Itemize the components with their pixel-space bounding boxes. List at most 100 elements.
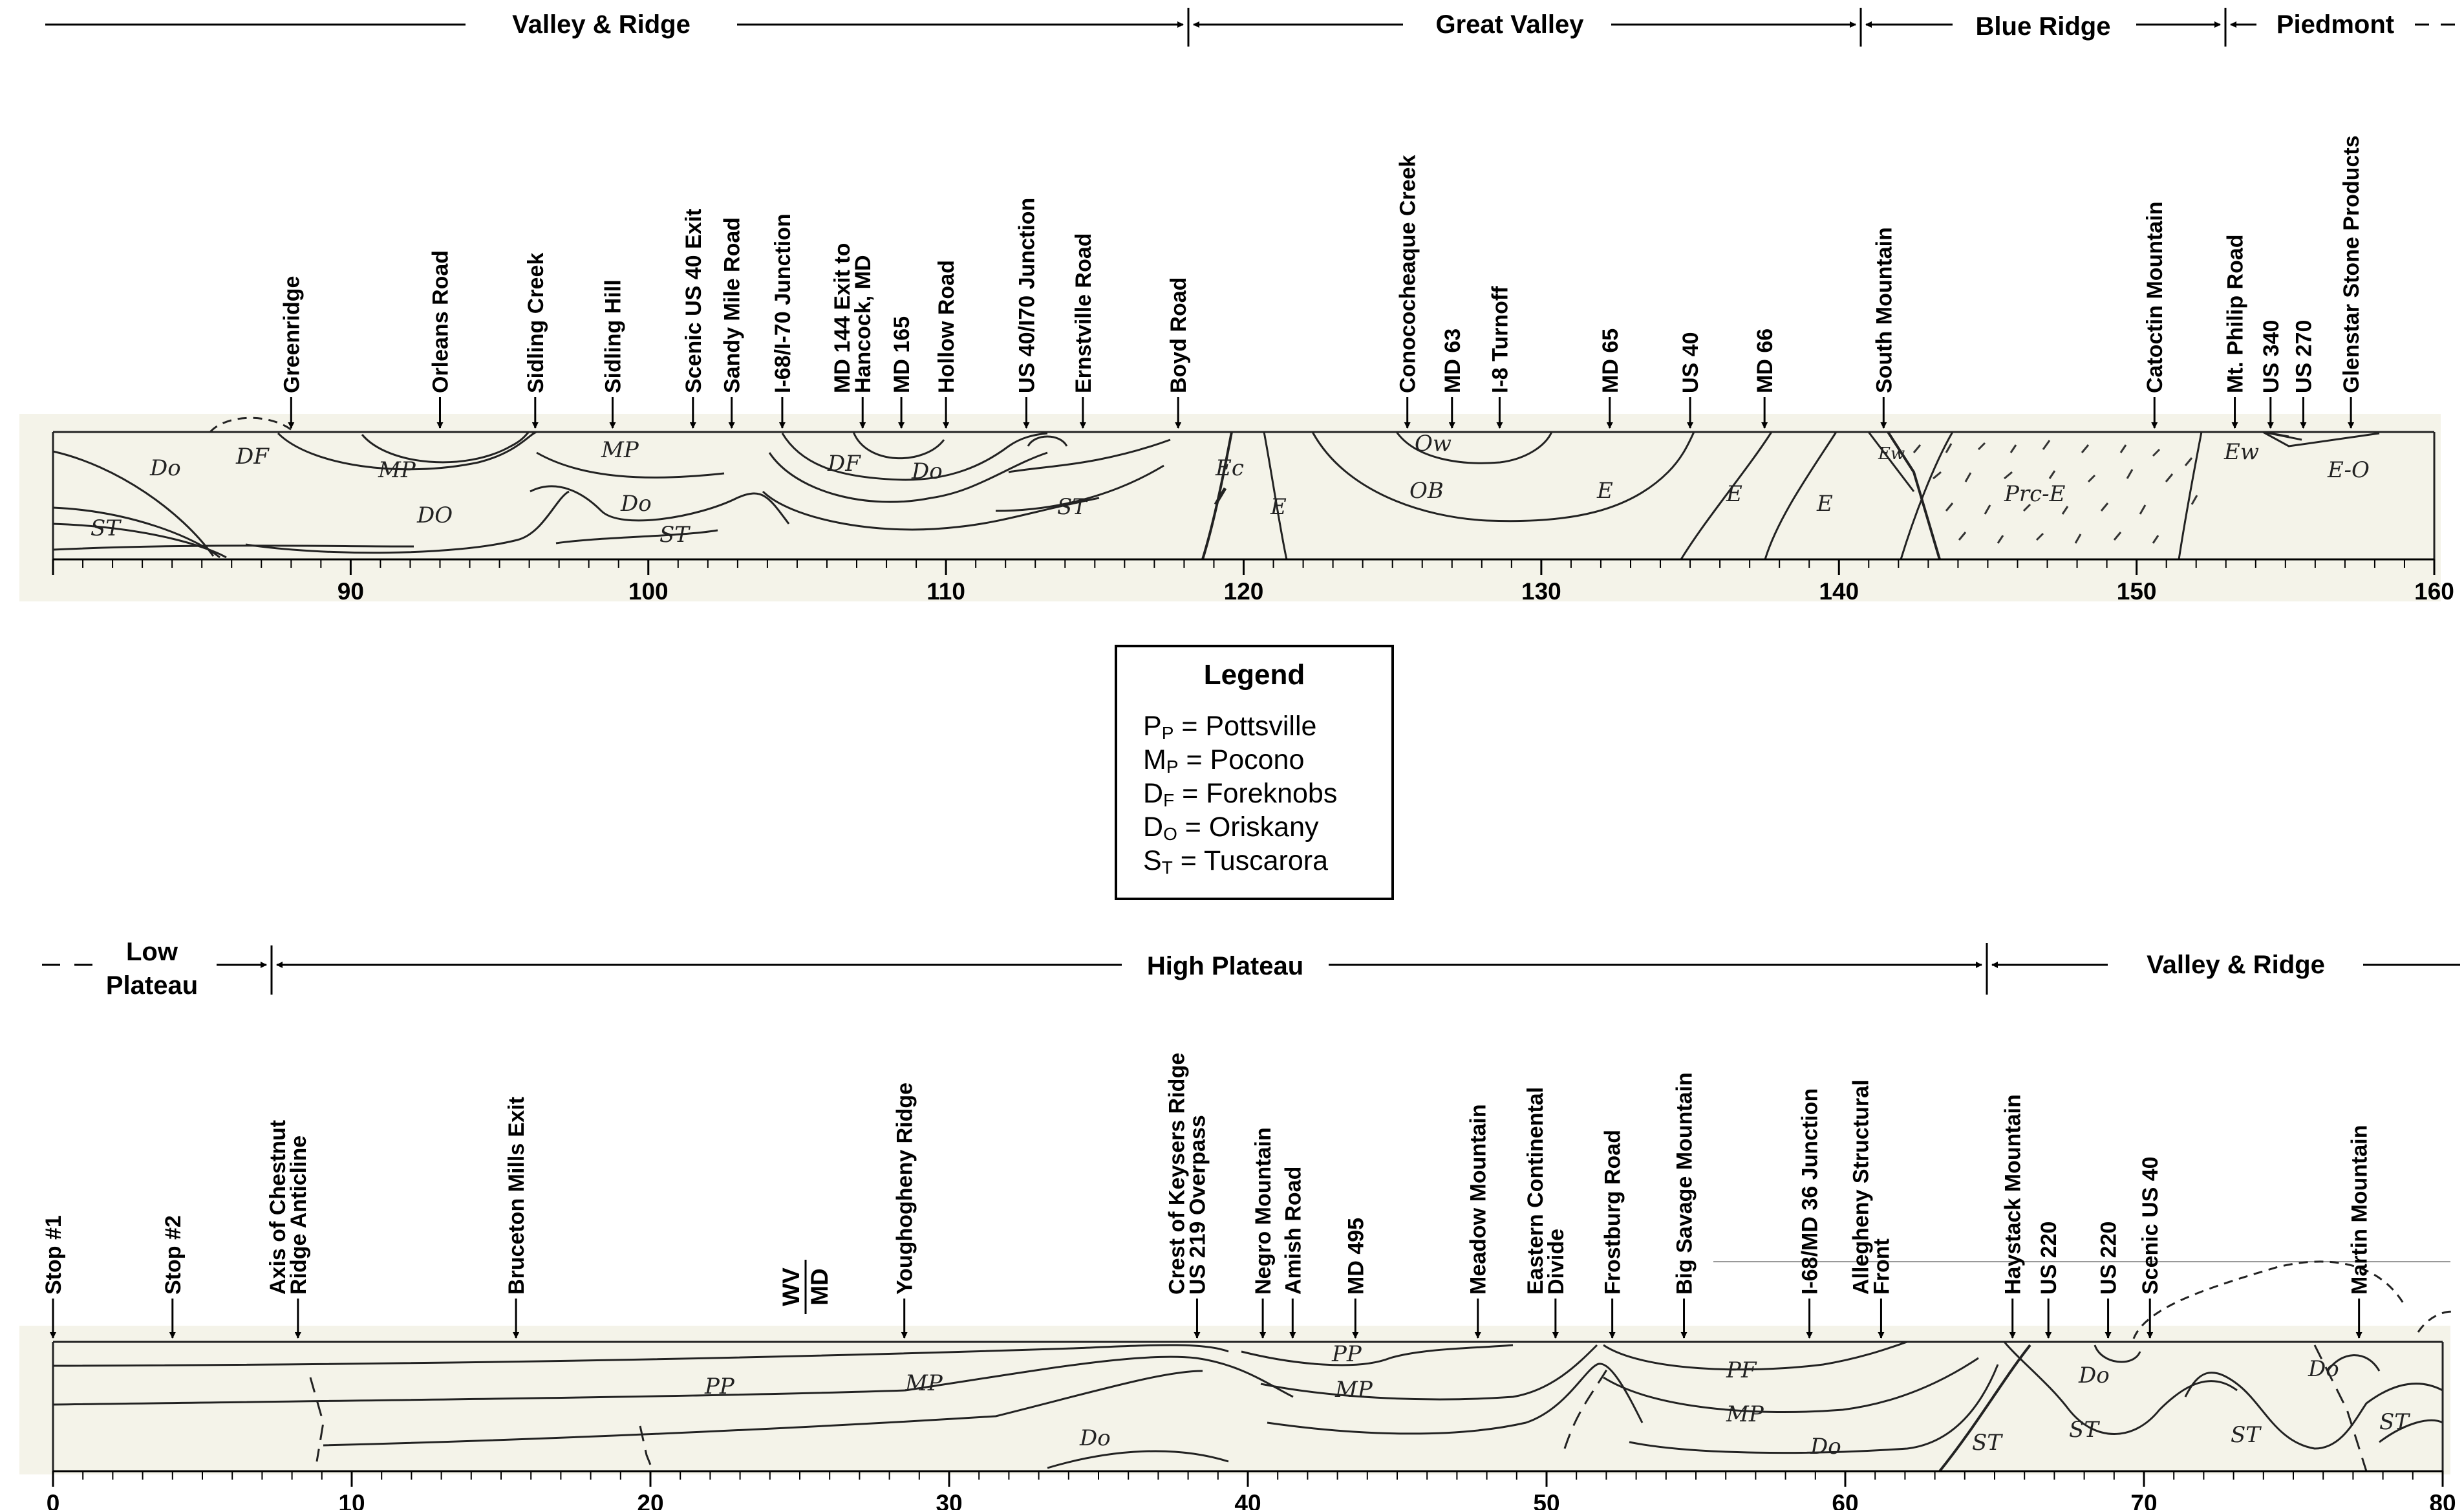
unit-label: Do (149, 455, 181, 481)
fold-line (1260, 1344, 1598, 1401)
fold-line (1241, 1344, 1514, 1366)
place-label: MD 495 (1344, 1218, 1368, 1295)
state-line-bottom: MD (806, 1268, 833, 1306)
place-label: US 40/I70 Junction (1014, 198, 1039, 393)
place-label: Catoctin Mountain (2143, 201, 2167, 393)
axis-tick-label: 130 (1521, 578, 1561, 605)
place-label: South Mountain (1872, 227, 1896, 393)
place-label: Crest of Keysers Ridge (1164, 1053, 1189, 1295)
place-label: US 40 (1678, 332, 1703, 394)
fault-line (1887, 431, 1941, 560)
place-label: Hancock, MD (851, 255, 875, 394)
fault-line (1563, 1364, 1611, 1449)
unit-label: Do (1079, 1425, 1111, 1451)
unit-label: PP (1331, 1341, 1362, 1367)
place-label: Scenic US 40 Exit (681, 209, 706, 393)
legend-unit-name: Oriskany (1208, 812, 1319, 843)
legend-row: MP = Pocono (1143, 744, 1305, 777)
bottom-province-bar: Low Plateau High Plateau Valley & Ridge (42, 938, 2460, 1000)
legend-symbol: D (1143, 778, 1164, 809)
unit-label: MP (378, 457, 416, 483)
fault-line (1201, 431, 1233, 560)
province-label: Piedmont (2277, 10, 2394, 39)
unit-label: MP (601, 437, 639, 463)
fold-surface (2132, 1260, 2406, 1339)
province-label: Valley & Ridge (2147, 951, 2325, 979)
place-label: US 220 (2037, 1222, 2061, 1295)
legend-symbol: M (1143, 744, 1166, 775)
place-label: Glenstar Stone Products (2339, 135, 2364, 393)
place-label: Divide (1544, 1229, 1569, 1295)
state-line-top: WV (778, 1267, 804, 1306)
province-label: Blue Ridge (1976, 12, 2111, 41)
axis-tick-label: 90 (337, 578, 364, 605)
fold-line (245, 490, 570, 554)
place-label: Axis of Chestnut (266, 1120, 290, 1295)
fold-line (762, 490, 1100, 531)
axis-tick-label: 150 (2117, 578, 2157, 605)
unit-label: Ew (1878, 444, 1905, 464)
unit-label: E-O (2327, 457, 2370, 483)
place-label: Stop #1 (41, 1215, 66, 1295)
legend-symbol: S (1143, 845, 1162, 876)
top-unit-labels: Do DF MP MP DO Do ST ST DF Do ST Ec E Ow… (91, 431, 2370, 548)
place-label: I-8 Turnoff (1488, 286, 1512, 393)
unit-label: DF (827, 451, 861, 477)
legend-unit-name: Pottsville (1205, 711, 1317, 742)
legend-title: Legend (1203, 659, 1305, 691)
unit-label: Do (620, 491, 652, 517)
fold-line (1900, 431, 1954, 560)
place-label: MD 144 Exit to (830, 243, 855, 393)
legend-unit-name: Foreknobs (1206, 778, 1338, 809)
place-label: Big Savage Mountain (1673, 1072, 1697, 1295)
axis-tick-label: 110 (927, 578, 965, 605)
place-label: US 220 (2097, 1222, 2121, 1295)
place-label: Ernstville Road (1071, 233, 1096, 393)
fold-surface (2417, 1310, 2458, 1333)
place-label: Sandy Mile Road (720, 217, 745, 393)
legend-symbol-sub: O (1163, 824, 1177, 844)
place-label: Stop #2 (161, 1215, 186, 1295)
fold-line (52, 1355, 1294, 1406)
axis-tick-label: 40 (1234, 1490, 1261, 1510)
unit-label: E (1270, 494, 1287, 520)
place-label: MD 165 (890, 316, 914, 393)
province-label: Great Valley (1435, 10, 1584, 39)
place-label: Frostburg Road (1601, 1130, 1625, 1295)
unit-label: Do (2308, 1356, 2339, 1382)
fold-line (995, 464, 1164, 512)
place-label: Mt. Philip Road (2223, 234, 2248, 393)
fold-line (1603, 1357, 1979, 1413)
fold-line (536, 451, 725, 479)
place-label: Orleans Road (428, 250, 453, 393)
fold-line (1008, 438, 1171, 473)
fold-line (1867, 431, 1915, 492)
fold-surface (209, 416, 295, 433)
state-line-label: WV MD (778, 1260, 833, 1314)
place-label: Martin Mountain (2348, 1125, 2372, 1295)
place-label: Front (1869, 1238, 1894, 1295)
axis-tick-label: 140 (1819, 578, 1859, 605)
unit-label: DF (235, 444, 270, 469)
fold-line (2184, 1372, 2368, 1450)
place-label: Amish Road (1281, 1167, 1305, 1295)
place-label: US 270 (2291, 320, 2316, 393)
axis-tick-label: 30 (936, 1490, 962, 1510)
axis-tick-label: 70 (2130, 1490, 2157, 1510)
fault-line (639, 1425, 654, 1472)
province-label: Plateau (106, 971, 198, 1000)
legend-unit-name: Tuscarora (1204, 845, 1328, 876)
province-label: High Plateau (1147, 952, 1303, 980)
top-province-bar: Valley & Ridge Great Valley Blue Ridge P… (45, 8, 2460, 47)
unit-label: ST (2379, 1409, 2410, 1435)
legend-symbol-sub: T (1161, 857, 1173, 878)
place-label: US 340 (2259, 320, 2284, 393)
unit-label: OB (1409, 478, 1444, 504)
place-label: Conococheaque Creek (1396, 155, 1420, 393)
unit-label: Do (2078, 1363, 2110, 1388)
fold-line (2003, 1341, 2238, 1435)
section-arrow (1214, 487, 1227, 506)
unit-label: MP (1726, 1401, 1764, 1427)
